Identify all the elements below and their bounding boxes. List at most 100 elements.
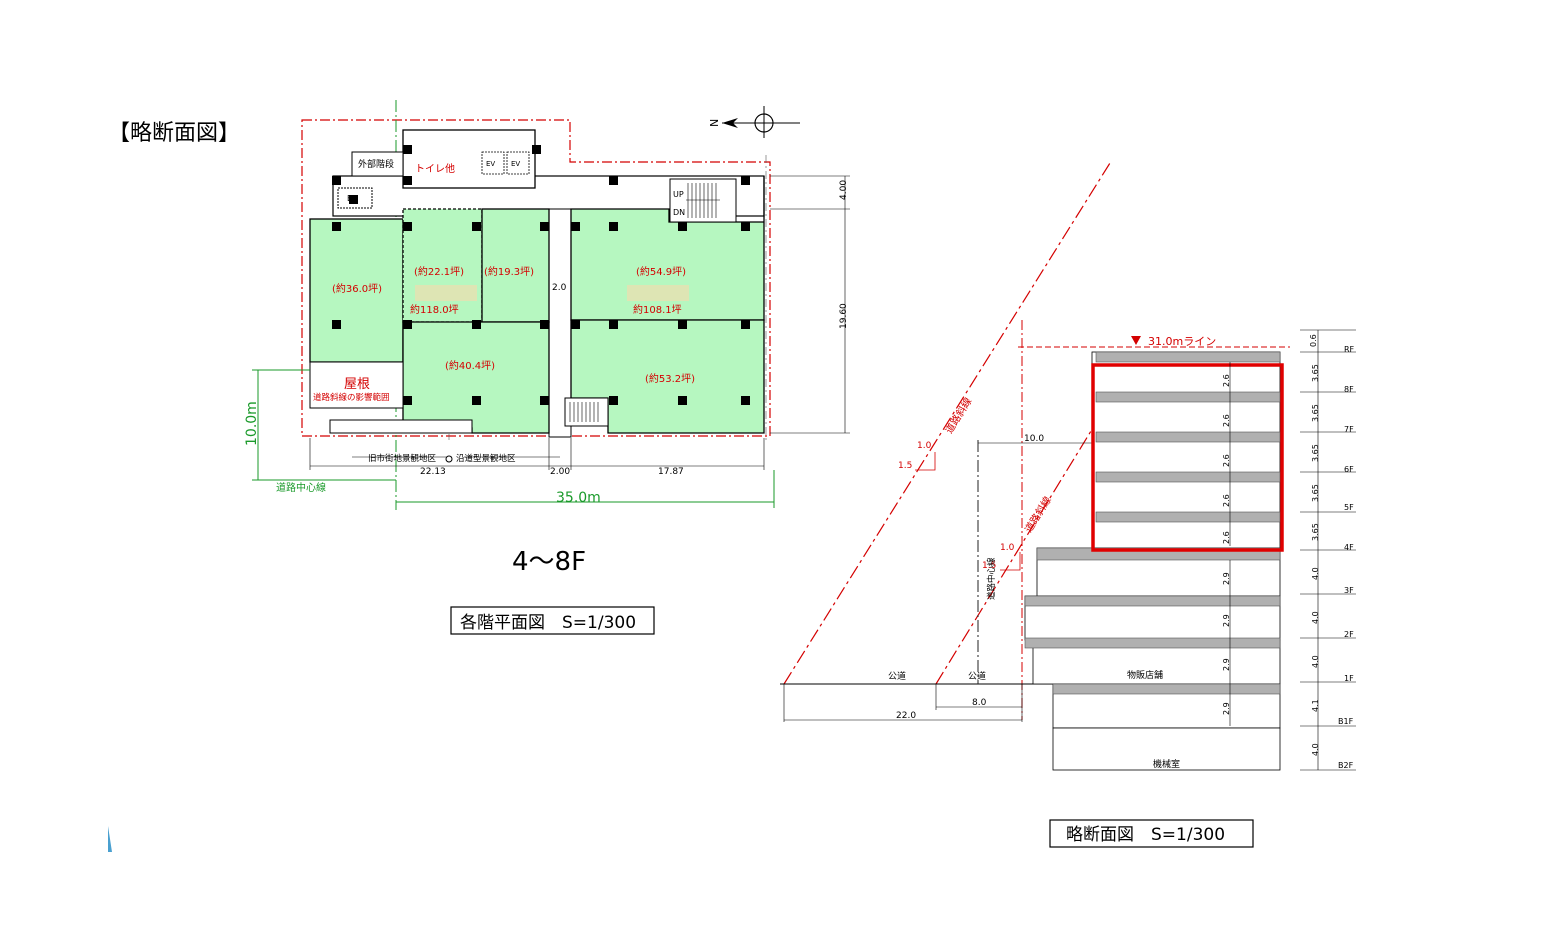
plan-caption: 各階平面図 S=1/300: [460, 613, 636, 633]
slope-ratio-v2: 1.5: [982, 561, 996, 571]
room-36-label: (約36.0坪): [332, 282, 382, 295]
highlight-4-8f: [1091, 363, 1284, 552]
room-19-label: (約19.3坪): [484, 265, 534, 278]
road-label-1: 公道: [888, 670, 906, 682]
total-left-label: 約118.0坪: [410, 303, 459, 316]
ch-7f: 2.6: [1222, 414, 1231, 427]
fl-6f: 6F: [1344, 465, 1354, 474]
sh-8f: 3.65: [1311, 364, 1320, 382]
floor-plan: トイレ他 外部階段 EV EV EV UP DN: [244, 100, 850, 635]
dim-10: 10.0: [1024, 434, 1044, 444]
ch-6f: 2.6: [1222, 454, 1231, 467]
ch-5f: 2.6: [1222, 494, 1231, 507]
sh-3f: 4.0: [1311, 567, 1320, 580]
line-31-marker: [1131, 336, 1141, 345]
sh-4f: 3.65: [1311, 523, 1320, 541]
slope-line-outer: [783, 162, 1111, 685]
sh-rf: 0.6: [1309, 334, 1318, 347]
sh-5f: 3.65: [1311, 484, 1320, 502]
stair-box-lower: [564, 397, 609, 427]
roof-strip: [329, 419, 473, 434]
plan-dims-bottom: [309, 438, 765, 470]
plan-road-center: 道路中心線: [276, 481, 326, 494]
page-heading: 【略断面図】: [108, 121, 240, 146]
slope-label-inner: 道路斜線: [1022, 494, 1054, 535]
sh-1f: 4.0: [1311, 655, 1320, 668]
plan-dims-right: [770, 175, 850, 434]
sh-2f: 4.0: [1311, 611, 1320, 624]
fl-rf: RF: [1344, 345, 1355, 354]
ev-small-2-label: EV: [511, 160, 520, 168]
fl-7f: 7F: [1344, 425, 1354, 434]
ch-3f: 2.9: [1222, 572, 1231, 585]
ch-2f: 2.9: [1222, 614, 1231, 627]
dim-22-0: 22.0: [896, 711, 916, 721]
section-bottom-dims: [783, 684, 1023, 722]
room-53-label: (約53.2坪): [645, 372, 695, 385]
stair-up-label: UP: [673, 190, 684, 199]
total-right-label: 約108.1坪: [633, 303, 682, 316]
structural-columns: [332, 145, 750, 405]
total-area-highlight-left: [415, 285, 477, 301]
dim-8-0: 8.0: [972, 698, 987, 708]
slope-label-outer: 道路斜線: [942, 395, 974, 436]
roof-title: 屋根: [344, 377, 370, 392]
section-road-center: 道路中心線: [986, 557, 997, 600]
fl-b2f: B2F: [1338, 761, 1354, 770]
storey-scale: [1300, 329, 1356, 771]
sh-6f: 3.65: [1311, 444, 1320, 462]
fl-1f: 1F: [1344, 674, 1354, 683]
slope-ratio-tri-1: [915, 452, 936, 471]
ch-8f: 2.6: [1222, 374, 1231, 387]
district-right: 沿道型景観地区: [456, 453, 516, 464]
roof-area: [309, 361, 404, 409]
dim-2-0: 2.0: [552, 283, 567, 293]
road-label-2: 公道: [968, 670, 986, 682]
room-22-label: (約22.1坪): [414, 265, 464, 278]
line-31-label: 31.0mライン: [1148, 335, 1216, 348]
roof-note: 道路斜線の影響範囲: [313, 392, 390, 403]
floor-body-b2: [1052, 727, 1281, 771]
fl-4f: 4F: [1344, 543, 1354, 552]
slope-ratio-v: 1.5: [898, 461, 912, 471]
sh-b2f: 4.0: [1311, 743, 1320, 756]
north-arrow: N: [708, 106, 800, 138]
sh-7f: 3.65: [1311, 404, 1320, 422]
dim-2-00: 2.00: [550, 467, 570, 477]
dim-17-87: 17.87: [658, 467, 684, 477]
fl-5f: 5F: [1344, 503, 1354, 512]
toilet-label: トイレ他: [415, 162, 455, 175]
outer-stairs-box: [351, 151, 404, 177]
floor-range: 4～8F: [512, 547, 586, 577]
district-left: 旧市街地景観地区: [368, 453, 437, 464]
slope-ratio-h2: 1.0: [1000, 543, 1015, 553]
slope-ratio-h: 1.0: [917, 441, 932, 451]
north-label: N: [708, 119, 721, 127]
green-dims: [252, 369, 775, 508]
stair-lower-treads: [569, 402, 599, 422]
section-caption-box: [1049, 819, 1254, 848]
district-marker: [445, 455, 453, 463]
fl-2f: 2F: [1344, 630, 1354, 639]
section-caption: 略断面図 S=1/300: [1066, 825, 1225, 845]
room-40: [402, 321, 550, 434]
corner-mark: [108, 826, 112, 852]
stair-dn-label: DN: [673, 208, 685, 217]
ev-small-1: [481, 151, 505, 175]
stair-box: [669, 178, 737, 223]
dim-35m: 35.0m: [556, 490, 601, 506]
slope-ratio-tri-2: [1000, 552, 1021, 571]
fl-b1f: B1F: [1338, 717, 1354, 726]
stair-treads: [686, 183, 720, 218]
slope-line-inner: [935, 399, 1111, 685]
room-40-label: (約40.4坪): [445, 359, 495, 372]
site-boundary: [301, 119, 771, 437]
dim-10m: 10.0m: [244, 401, 260, 446]
dim-22-13: 22.13: [420, 467, 446, 477]
outer-stairs-label: 外部階段: [358, 158, 394, 170]
ev-small-1-label: EV: [486, 160, 495, 168]
ch-1f: 2.9: [1222, 658, 1231, 671]
ch-b1f: 2.9: [1222, 702, 1231, 715]
section-diagram: 31.0mライン 道路斜線 道路斜線 1.0 1.5 1.0 1.5 10.0 …: [780, 162, 1356, 848]
